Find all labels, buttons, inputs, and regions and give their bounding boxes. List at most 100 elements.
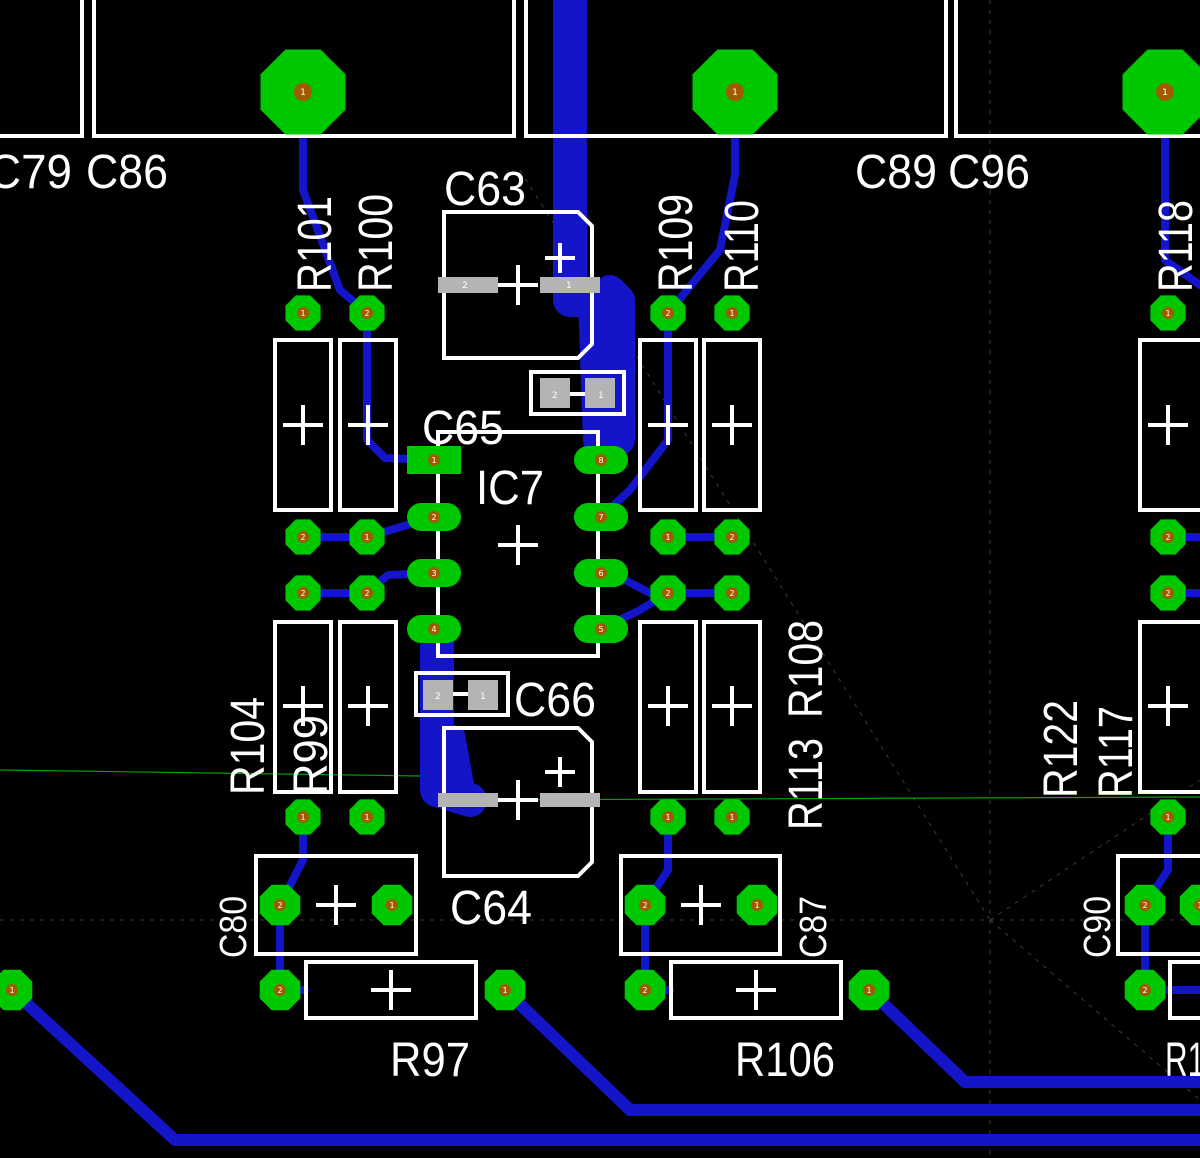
through-hole-pads: 1 1 1 1 2 2 1 1 2 1 1 2 2 2 2 2 2 2 1 1 1 1 1 2 1 2 1 2 1 1 2 1 2 1 2 (0, 49, 1200, 1011)
tht-pad[interactable]: 1 (349, 799, 385, 835)
silkscreen-outlines (0, 0, 1200, 1020)
pad-number: 2 (665, 589, 670, 598)
pad-number: 2 (300, 589, 305, 598)
tht-pad[interactable]: 2 (1124, 969, 1166, 1011)
tht-pad[interactable]: 1 (650, 799, 686, 835)
tht-pad[interactable]: 1 (1179, 884, 1200, 926)
pad-number: 2 (300, 533, 305, 542)
tht-pad[interactable]: 1 (260, 49, 346, 135)
pad-number: 2 (642, 901, 647, 910)
pad-number: 2 (1142, 986, 1147, 995)
ic-pad[interactable]: 4 (407, 615, 461, 643)
pad-number: 1 (9, 986, 14, 995)
ref-c96: C96 (948, 146, 1030, 199)
pad-number: 2 (552, 391, 558, 401)
pad-number: 7 (598, 513, 603, 522)
pad-number: 2 (729, 533, 734, 542)
ic-pad[interactable]: 6 (574, 559, 628, 587)
pad-number: 2 (364, 589, 369, 598)
pad-number: 2 (665, 309, 670, 318)
pad-number: 1 (665, 533, 670, 542)
tht-pad[interactable]: 2 (349, 295, 385, 331)
ref-r118: R118 (1150, 200, 1200, 292)
pad-number: 1 (300, 309, 305, 318)
ic-pad[interactable]: 1 (407, 446, 461, 474)
pad-number: 8 (598, 456, 603, 465)
ref-c63: C63 (444, 163, 526, 216)
pad-number: 1 (300, 813, 305, 822)
reference-designators: C79 C86 C89 C96 C63 C65 IC7 C66 C64 R97 … (0, 146, 1200, 1087)
ref-r99: R99 (285, 715, 338, 795)
pad-number: 1 (1165, 309, 1170, 318)
tht-pad[interactable]: 1 (736, 884, 778, 926)
ref-r1x: R1 (1165, 1034, 1200, 1087)
pad-number: 1 (502, 986, 507, 995)
tht-pad[interactable]: 1 (692, 49, 778, 135)
tht-pad[interactable]: 2 (259, 969, 301, 1011)
pad-number: 1 (364, 533, 369, 542)
ref-c66: C66 (514, 674, 596, 727)
ref-c87: C87 (793, 896, 835, 958)
tht-pad[interactable]: 1 (1122, 49, 1200, 135)
tht-pad[interactable]: 1 (848, 969, 890, 1011)
pad-number: 1 (866, 986, 871, 995)
pad-number: 1 (732, 88, 738, 98)
pad-number: 1 (1197, 901, 1200, 910)
pad-number: 1 (300, 88, 306, 98)
tht-pad[interactable]: 2 (624, 884, 666, 926)
tht-pad[interactable]: 1 (714, 295, 750, 331)
tht-pad[interactable]: 1 (484, 969, 526, 1011)
tht-pad[interactable]: 1 (349, 519, 385, 555)
pad-number: 2 (1142, 901, 1147, 910)
tht-pad[interactable]: 2 (714, 519, 750, 555)
ref-ic7: IC7 (476, 462, 544, 515)
tht-pad[interactable]: 1 (1150, 295, 1186, 331)
ref-r101: R101 (289, 196, 342, 292)
ic-pad[interactable]: 7 (574, 503, 628, 531)
tht-pad[interactable]: 1 (285, 295, 321, 331)
tht-pad[interactable]: 2 (349, 575, 385, 611)
pad-number: 2 (277, 901, 282, 910)
tht-pad[interactable]: 1 (0, 969, 33, 1011)
tht-pad[interactable]: 2 (714, 575, 750, 611)
tht-pad[interactable]: 2 (624, 969, 666, 1011)
tht-pad[interactable]: 1 (714, 799, 750, 835)
ref-r108: R108 (780, 620, 833, 718)
tht-pad[interactable]: 2 (259, 884, 301, 926)
ic-pad[interactable]: 5 (574, 615, 628, 643)
ref-c65: C65 (422, 402, 504, 455)
tht-pad[interactable]: 1 (285, 799, 321, 835)
ref-c80: C80 (213, 896, 255, 958)
tht-pad[interactable]: 2 (1150, 575, 1186, 611)
ic-pad[interactable]: 2 (407, 503, 461, 531)
pad-number: 2 (364, 309, 369, 318)
pad-number: 2 (277, 986, 282, 995)
pad-number: 2 (462, 281, 468, 291)
tht-pad[interactable]: 2 (1150, 519, 1186, 555)
pad-number: 1 (729, 813, 734, 822)
pad-number: 4 (431, 625, 436, 634)
tht-pad[interactable]: 2 (1124, 884, 1166, 926)
pad-number: 2 (431, 513, 436, 522)
ref-r97: R97 (390, 1034, 470, 1087)
pad-number: 1 (1165, 813, 1170, 822)
ref-r106: R106 (735, 1034, 835, 1087)
pad-number: 5 (598, 625, 603, 634)
tht-pad[interactable]: 1 (371, 884, 413, 926)
tht-pad[interactable]: 2 (650, 575, 686, 611)
smd-pads (423, 277, 615, 807)
pad-number: 2 (1165, 589, 1170, 598)
ic-pad[interactable]: 8 (574, 446, 628, 474)
pad-number: 1 (665, 813, 670, 822)
tht-pad[interactable]: 2 (650, 295, 686, 331)
pad-number: 1 (364, 813, 369, 822)
pad-number: 1 (729, 309, 734, 318)
ref-r110: R110 (716, 200, 769, 292)
tht-pad[interactable]: 2 (285, 575, 321, 611)
ic-pad[interactable]: 3 (407, 559, 461, 587)
tht-pad[interactable]: 1 (1150, 799, 1186, 835)
tht-pad[interactable]: 1 (650, 519, 686, 555)
ref-c89: C89 (855, 146, 937, 199)
tht-pad[interactable]: 2 (285, 519, 321, 555)
